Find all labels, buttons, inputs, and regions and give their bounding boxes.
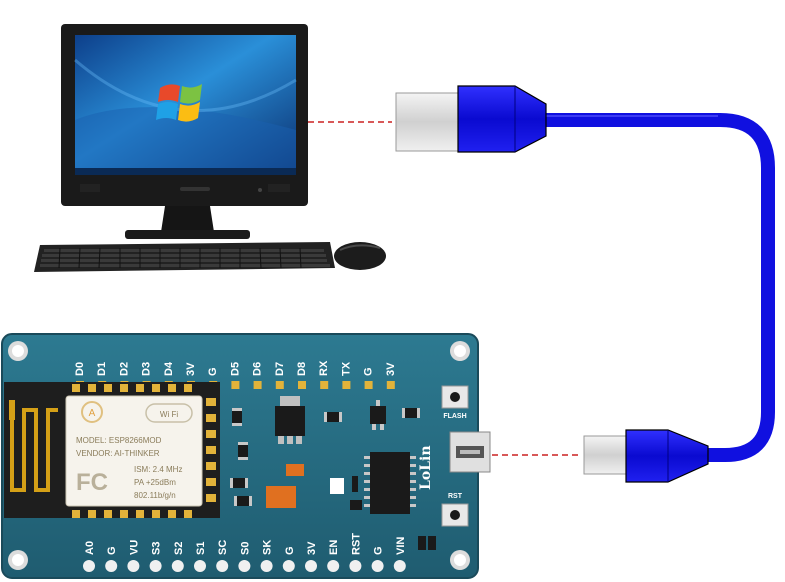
micro-usb-plug: [583, 429, 709, 483]
svg-text:A: A: [89, 408, 96, 419]
top-pin-label: D0: [74, 362, 86, 376]
pin-hole: [149, 560, 162, 572]
flash-button[interactable]: [441, 385, 469, 409]
bottom-header-pads: [83, 560, 406, 572]
bottom-pin-label: G: [373, 546, 385, 555]
windows-logo: [156, 84, 202, 122]
top-pin-labels: D0 D1 D2 D3 D4 3V G D5 D6 D7 D8 RX TX G 3V: [74, 360, 397, 376]
micro-usb-port: [449, 431, 491, 473]
pin-hole: [216, 560, 229, 572]
pin-hole: [393, 560, 406, 572]
bottom-pin-label: S2: [173, 542, 185, 555]
pin-pad: [342, 381, 351, 389]
pin-pad: [320, 381, 329, 389]
rst-label: RST: [448, 493, 463, 500]
voltage-regulator: [275, 396, 305, 444]
pin-pad: [275, 381, 284, 389]
bottom-pin-label: SC: [217, 540, 229, 555]
top-pin-label: G: [207, 367, 219, 376]
ism-line: ISM: 2.4 MHz: [134, 465, 182, 474]
module-shield: [65, 395, 203, 507]
rst-button[interactable]: [441, 503, 469, 527]
pin-pad: [386, 381, 395, 389]
bottom-pin-label: SK: [262, 540, 274, 555]
bottom-pin-label: EN: [328, 540, 340, 555]
bottom-pin-label: S1: [195, 542, 207, 555]
top-pin-label: D3: [141, 362, 153, 376]
top-pin-label: 3V: [185, 362, 197, 376]
antenna-trace: [10, 400, 58, 492]
smd-components: [230, 408, 436, 550]
top-pin-label: D8: [296, 362, 308, 376]
wifi-logo: [145, 403, 193, 423]
mouse: [334, 242, 386, 270]
bottom-pin-label: A0: [84, 541, 96, 555]
top-pin-label: D2: [118, 362, 130, 376]
bottom-pin-label: S3: [151, 542, 163, 555]
model-line: MODEL: ESP8266MOD: [76, 436, 162, 445]
top-pin-label: 3V: [385, 362, 397, 376]
pin-pad: [298, 381, 306, 389]
pin-hole: [171, 560, 184, 572]
wifi-logo-text: Wi Fi: [160, 410, 178, 419]
usb-a-plug: [395, 85, 547, 153]
pin-hole: [105, 560, 118, 572]
top-pin-label: TX: [340, 361, 352, 376]
top-pin-label: D7: [274, 362, 286, 376]
bottom-pin-label: RST: [350, 533, 362, 555]
top-pin-label: G: [363, 367, 375, 376]
bottom-pin-label: VIN: [395, 537, 407, 555]
pin-hole: [260, 560, 273, 572]
esp8266-module: A Wi Fi MODEL: ESP8266MOD VENDOR: AI-THI…: [4, 382, 220, 518]
bottom-pin-label: G: [284, 546, 296, 555]
keyboard: [34, 242, 335, 272]
std-line: 802.11b/g/n: [134, 491, 176, 500]
top-pin-label: D5: [229, 362, 241, 376]
top-pin-label: D4: [163, 361, 175, 376]
pin-pad: [364, 381, 373, 389]
bottom-pin-label: S0: [239, 542, 251, 555]
pin-pad: [253, 381, 262, 389]
top-pin-label: D1: [96, 362, 108, 376]
top-pin-label: RX: [318, 360, 330, 376]
pin-pad: [231, 381, 240, 389]
bottom-pin-label: G: [106, 546, 118, 555]
bottom-pin-labels: A0 G VU S3 S2 S1 SC S0 SK G 3V EN RST G VIN: [84, 533, 407, 555]
usb-cable: [395, 85, 775, 483]
usb-serial-chip: [364, 452, 416, 514]
desktop-computer: [34, 24, 386, 272]
monitor-stand: [161, 206, 214, 232]
mounting-holes: [8, 341, 470, 570]
pin-hole: [83, 560, 95, 572]
vendor-line: VENDOR: AI-THINKER: [76, 449, 160, 458]
pin-hole: [371, 560, 384, 572]
pin-hole: [194, 560, 206, 572]
top-pin-label: D6: [252, 362, 264, 376]
pin-hole: [238, 560, 251, 572]
pin-hole: [282, 560, 295, 572]
nodemcu-board: D0 D1 D2 D3 D4 3V G D5 D6 D7 D8 RX TX G 3V A0 G VU S3 S2 S1…: [1, 333, 491, 579]
flash-label: FLASH: [443, 413, 466, 420]
pin-hole: [327, 560, 340, 572]
pin-hole: [305, 560, 317, 572]
bottom-pin-label: 3V: [306, 541, 318, 555]
bottom-pin-label: VU: [128, 540, 140, 555]
pin-hole: [127, 560, 140, 572]
pin-hole: [349, 560, 362, 572]
pa-line: PA +25dBm: [134, 478, 176, 487]
fcc-logo: FC: [76, 469, 108, 496]
transistor: [370, 400, 386, 430]
board-brand-label: LoLin: [418, 445, 434, 490]
